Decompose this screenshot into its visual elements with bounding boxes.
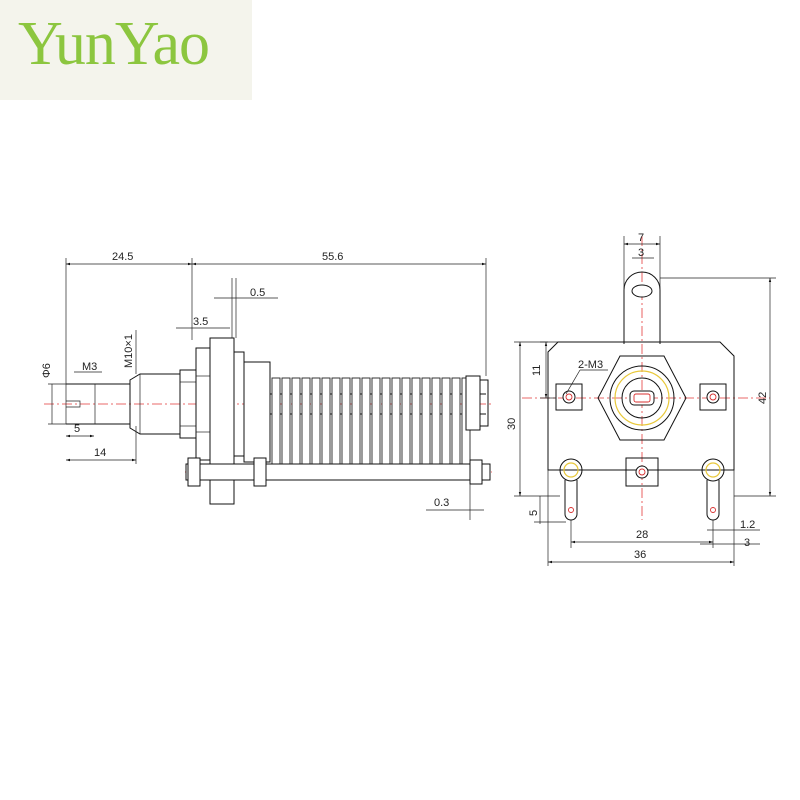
dim-label-1-2: 1.2 (740, 519, 755, 531)
dim-label-42: 42 (757, 392, 769, 404)
dim-11: 11 (531, 341, 558, 399)
dim-label-3-bottom: 3 (744, 537, 750, 549)
dim-7: 7 (623, 232, 661, 290)
dim-label-5-front: 5 (528, 510, 540, 516)
dim-5-shaft: 5 (66, 423, 94, 438)
dim-label-0-5: 0.5 (250, 287, 265, 299)
dim-55-6: 55.6 (192, 251, 487, 376)
terminal-right (701, 458, 725, 521)
dim-label-55-6: 55.6 (322, 251, 343, 263)
dim-label-5-shaft: 5 (74, 423, 80, 435)
mount-hole-right (699, 383, 727, 411)
dim-label-2m3: 2-M3 (578, 359, 603, 371)
dim-label-0-3: 0.3 (434, 497, 449, 509)
dim-label-24-5: 24.5 (112, 251, 133, 263)
front-view: 7 3 2-M3 11 30 (506, 232, 776, 566)
mounting-plate (209, 337, 235, 505)
dim-5-front: 5 (528, 496, 566, 524)
dim-label-3-5: 3.5 (193, 316, 208, 328)
tie-rod (185, 463, 491, 481)
terminal-left (559, 458, 583, 521)
dim-label-m10: M10×1 (123, 334, 135, 368)
mounting-tab (623, 271, 661, 344)
logo-panel: YunYao (0, 0, 252, 100)
dim-label-14: 14 (94, 447, 106, 459)
dim-label-3-top: 3 (638, 247, 644, 259)
side-view: 24.5 55.6 0.5 3.5 Φ6 M3 (41, 251, 492, 520)
rod-nut-right (253, 457, 267, 487)
plate-stack (271, 377, 471, 471)
end-block (465, 375, 481, 431)
front-hex-nut (597, 355, 687, 441)
dim-24-5: 24.5 (65, 251, 193, 384)
dim-m10: M10×1 (123, 330, 137, 374)
dim-14: 14 (66, 426, 137, 464)
rod-nut-left (187, 457, 201, 487)
dim-28: 28 (570, 520, 714, 548)
dim-label-36: 36 (634, 549, 646, 561)
brand-logo: YunYao (18, 10, 210, 78)
dim-phi6: Φ6 (41, 363, 66, 425)
dim-label-7: 7 (638, 232, 644, 244)
frame-plate (243, 361, 271, 463)
hex-nut (195, 347, 211, 461)
dim-0-5: 0.5 (214, 287, 278, 299)
capacitor-body (547, 341, 735, 471)
dim-36: 36 (547, 470, 735, 566)
dim-3-bottom: 3 (700, 537, 760, 549)
dim-label-phi6: Φ6 (41, 363, 53, 378)
threaded-bushing (129, 369, 197, 439)
rod-nut-end (469, 459, 483, 485)
dim-label-30: 30 (506, 418, 518, 430)
dim-3-5: 3.5 (176, 316, 230, 329)
dim-0-3: 0.3 (426, 497, 484, 511)
dim-1-2: 1.2 (707, 519, 760, 531)
tab-hole (631, 284, 653, 298)
dim-2m3: 2-M3 (565, 359, 608, 395)
dim-label-28: 28 (636, 529, 648, 541)
dim-42: 42 (660, 277, 776, 497)
dim-3-top: 3 (632, 247, 654, 259)
dim-m3: M3 (74, 361, 102, 373)
dim-label-11: 11 (531, 365, 543, 376)
dim-30: 30 (506, 341, 560, 497)
mount-hole-left (555, 383, 583, 411)
terminal-center (625, 457, 659, 487)
dim-label-m3: M3 (82, 361, 97, 373)
